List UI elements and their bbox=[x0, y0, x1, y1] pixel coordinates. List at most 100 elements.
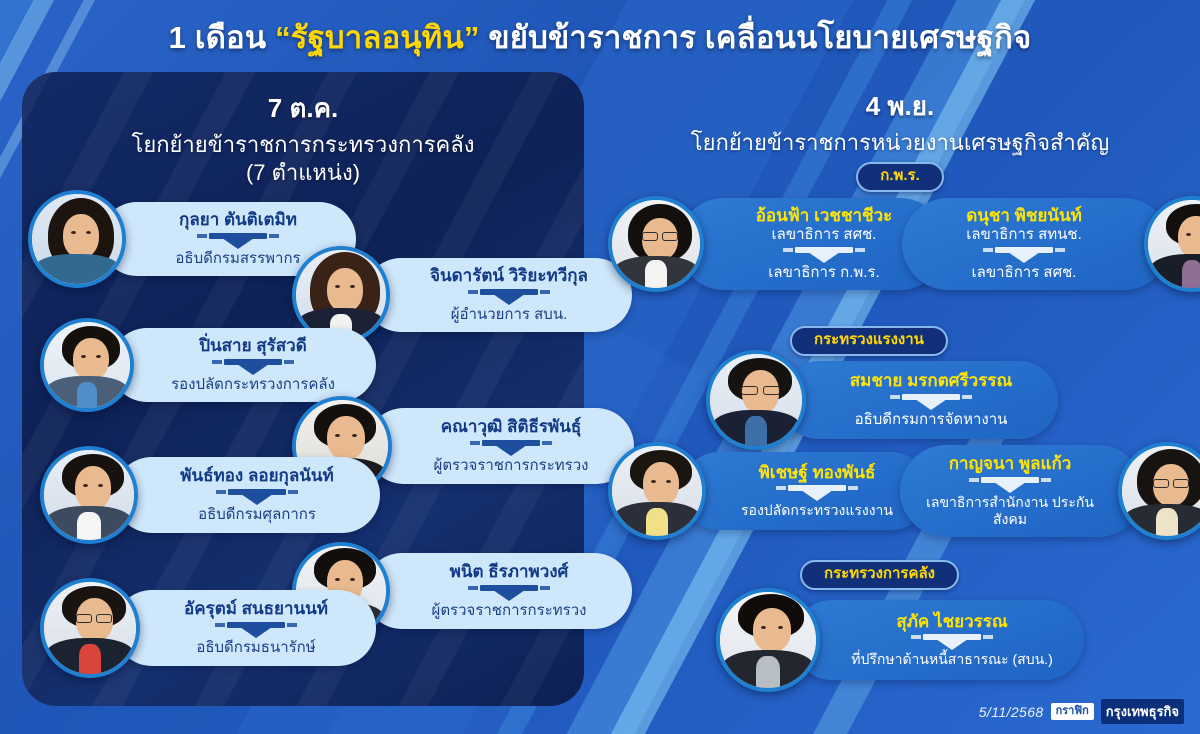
person-card[interactable]: ดนุชา พิชยนันท์ เลขาธิการ สทนช. เลขาธิกา… bbox=[902, 196, 1200, 292]
transfer-arrow-icon bbox=[216, 488, 298, 505]
transfer-arrow-icon bbox=[215, 621, 297, 638]
left-column-date: 7 ต.ค. bbox=[267, 93, 339, 123]
person-card[interactable]: สมชาย มรกตศรีวรรณ อธิบดีกรมการจัดหางาน bbox=[706, 350, 1058, 450]
avatar-face bbox=[296, 250, 386, 340]
avatar bbox=[28, 190, 126, 288]
person-card[interactable]: อ้อนฟ้า เวชชาชีวะ เลขาธิการ สศช. เลขาธิก… bbox=[608, 196, 946, 292]
person-name: สมชาย มรกตศรีวรรณ bbox=[849, 371, 1013, 391]
headline-band: 1 เดือน “รัฐบาลอนุทิน” ขยับข้าราชการ เคล… bbox=[0, 0, 1200, 74]
right-column-header: 4 พ.ย. โยกย้ายข้าราชการหน่วยงานเศรษฐกิจส… bbox=[600, 86, 1200, 157]
avatar-face bbox=[612, 446, 702, 536]
transfer-arrow-icon bbox=[470, 439, 552, 456]
avatar bbox=[1144, 196, 1200, 292]
person-bubble: คณาวุฒิ สิติธีรพันธุ์ ผู้ตรวจราชการกระทร… bbox=[366, 408, 634, 484]
person-bubble: จินดารัตน์ วิริยะทวีกุล ผู้อำนวยการ สบน. bbox=[364, 258, 632, 332]
avatar-face bbox=[44, 322, 130, 408]
transfer-arrow-icon bbox=[969, 476, 1051, 493]
title-highlight: “รัฐบาลอนุทิน” bbox=[275, 20, 480, 55]
transfer-arrow-icon bbox=[212, 358, 294, 375]
transfer-arrow-icon bbox=[783, 246, 865, 263]
person-card[interactable]: อัครุตม์ สนธยานนท์ อธิบดีกรมธนารักษ์ bbox=[40, 578, 376, 678]
person-name: พันธ์ทอง ลอยกุลนันท์ bbox=[180, 466, 334, 486]
transfer-arrow-icon bbox=[468, 584, 550, 601]
graphic-credit-label: กราฟิก bbox=[1050, 702, 1094, 721]
person-bubble: ปิ่นสาย สุรัสวดี รองปลัดกระทรวงการคลัง bbox=[110, 328, 376, 402]
person-name: สุภัค ไชยวรรณ bbox=[896, 611, 1008, 631]
person-name: พนิต ธีรภาพวงศ์ bbox=[449, 562, 569, 582]
person-name: กาญจนา พูลแก้ว bbox=[948, 454, 1072, 474]
avatar-face bbox=[1148, 200, 1200, 288]
person-name: คณาวุฒิ สิติธีรพันธุ์ bbox=[440, 417, 582, 437]
person-name: พิเชษฐ์ ทองพันธ์ bbox=[758, 462, 876, 482]
avatar-face bbox=[1122, 446, 1200, 536]
person-name: กุลยา ตันติเตมิท bbox=[179, 210, 297, 230]
avatar bbox=[716, 588, 820, 692]
person-bubble: พิเชษฐ์ ทองพันธ์ รองปลัดกระทรวงแรงงาน bbox=[680, 452, 930, 530]
avatar bbox=[40, 446, 138, 544]
person-bubble: กุลยา ตันติเตมิท อธิบดีกรมสรรพากร bbox=[100, 202, 356, 276]
person-position-to: เลขาธิการสำนักงาน ประกันสังคม bbox=[926, 493, 1094, 527]
person-bubble: พันธ์ทอง ลอยกุลนันท์ อธิบดีกรมศุลกากร bbox=[114, 457, 380, 533]
person-position-to: เลขาธิการ สศช. bbox=[971, 263, 1077, 281]
person-bubble: กาญจนา พูลแก้ว เลขาธิการสำนักงาน ประกันส… bbox=[900, 445, 1144, 537]
avatar bbox=[608, 442, 706, 540]
person-card[interactable]: พันธ์ทอง ลอยกุลนันท์ อธิบดีกรมศุลกากร bbox=[40, 446, 380, 544]
person-position: อธิบดีกรมศุลกากร bbox=[198, 505, 316, 523]
group-badge-labour: กระทรวงแรงงาน bbox=[790, 326, 948, 356]
person-position: ผู้อำนวยการ สบน. bbox=[450, 305, 568, 323]
page-title: 1 เดือน “รัฐบาลอนุทิน” ขยับข้าราชการ เคล… bbox=[169, 12, 1032, 62]
avatar bbox=[1118, 442, 1200, 540]
right-column-subtitle: โยกย้ายข้าราชการหน่วยงานเศรษฐกิจสำคัญ bbox=[690, 130, 1110, 155]
person-card[interactable]: ปิ่นสาย สุรัสวดี รองปลัดกระทรวงการคลัง bbox=[40, 318, 376, 412]
person-position-to: อธิบดีกรมการจัดหางาน bbox=[854, 410, 1008, 428]
person-bubble: อัครุตม์ สนธยานนท์ อธิบดีกรมธนารักษ์ bbox=[114, 590, 376, 666]
badge-label: กระทรวงแรงงาน bbox=[790, 326, 948, 356]
publisher-logo: กรุงเทพธุรกิจ bbox=[1100, 699, 1184, 724]
left-column-header: 7 ต.ค. โยกย้ายข้าราชการกระทรวงการคลัง (7… bbox=[22, 88, 584, 186]
person-position-to: รองปลัดกระทรวงแรงงาน bbox=[741, 502, 893, 519]
transfer-arrow-icon bbox=[983, 246, 1065, 263]
transfer-arrow-icon bbox=[197, 232, 279, 249]
left-column-count: (7 ตำแหน่ง) bbox=[245, 159, 361, 185]
person-bubble: สุภัค ไชยวรรณ ที่ปรึกษาด้านหนี้สาธารณะ (… bbox=[792, 600, 1084, 680]
transfer-arrow-icon bbox=[911, 634, 993, 651]
avatar-face bbox=[44, 450, 134, 540]
person-position: ผู้ตรวจราชการกระทรวง bbox=[433, 456, 589, 474]
transfer-arrow-icon bbox=[468, 288, 550, 305]
badge-label: กระทรวงการคลัง bbox=[800, 560, 959, 590]
avatar-face bbox=[710, 354, 802, 446]
avatar-face bbox=[720, 592, 816, 688]
person-bubble: พนิต ธีรภาพวงศ์ ผู้ตรวจราชการกระทรวง bbox=[364, 553, 632, 629]
person-bubble: ดนุชา พิชยนันท์ เลขาธิการ สทนช. เลขาธิกา… bbox=[902, 198, 1170, 290]
person-card[interactable]: พิเชษฐ์ ทองพันธ์ รองปลัดกระทรวงแรงงาน bbox=[608, 442, 930, 540]
person-position: อธิบดีกรมธนารักษ์ bbox=[196, 638, 316, 656]
person-name: ปิ่นสาย สุรัสวดี bbox=[199, 336, 307, 356]
badge-label: ก.พ.ร. bbox=[856, 162, 944, 192]
title-suffix: ขยับข้าราชการ เคลื่อนนโยบายเศรษฐกิจ bbox=[479, 20, 1032, 55]
avatar-face bbox=[612, 200, 700, 288]
person-card[interactable]: กาญจนา พูลแก้ว เลขาธิการสำนักงาน ประกันส… bbox=[900, 442, 1200, 540]
person-name: ดนุชา พิชยนันท์ bbox=[966, 206, 1082, 226]
footer-credit: 5/11/2568 กราฟิก กรุงเทพธุรกิจ bbox=[979, 699, 1184, 724]
person-name: อัครุตม์ สนธยานนท์ bbox=[183, 599, 328, 619]
transfer-arrow-icon bbox=[890, 393, 972, 410]
person-bubble: สมชาย มรกตศรีวรรณ อธิบดีกรมการจัดหางาน bbox=[780, 361, 1058, 439]
group-badge-kpr: ก.พ.ร. bbox=[600, 162, 1200, 192]
avatar bbox=[706, 350, 806, 450]
title-prefix: 1 เดือน bbox=[168, 20, 276, 55]
right-column-date: 4 พ.ย. bbox=[865, 91, 935, 121]
transfer-arrow-icon bbox=[776, 485, 858, 502]
person-position: ผู้ตรวจราชการกระทรวง bbox=[431, 601, 587, 619]
left-column-subtitle: โยกย้ายข้าราชการกระทรวงการคลัง bbox=[131, 132, 475, 157]
person-card[interactable]: สุภัค ไชยวรรณ ที่ปรึกษาด้านหนี้สาธารณะ (… bbox=[716, 588, 1084, 692]
person-name: จินดารัตน์ วิริยะทวีกุล bbox=[430, 266, 588, 286]
person-card[interactable]: กุลยา ตันติเตมิท อธิบดีกรมสรรพากร bbox=[28, 190, 356, 288]
person-position: อธิบดีกรมสรรพากร bbox=[175, 249, 301, 267]
avatar-face bbox=[44, 582, 136, 674]
avatar bbox=[608, 196, 704, 292]
publish-date: 5/11/2568 bbox=[978, 703, 1044, 720]
group-badge-finance: กระทรวงการคลัง bbox=[800, 560, 959, 590]
person-position: รองปลัดกระทรวงการคลัง bbox=[171, 375, 335, 393]
avatar bbox=[40, 318, 134, 412]
